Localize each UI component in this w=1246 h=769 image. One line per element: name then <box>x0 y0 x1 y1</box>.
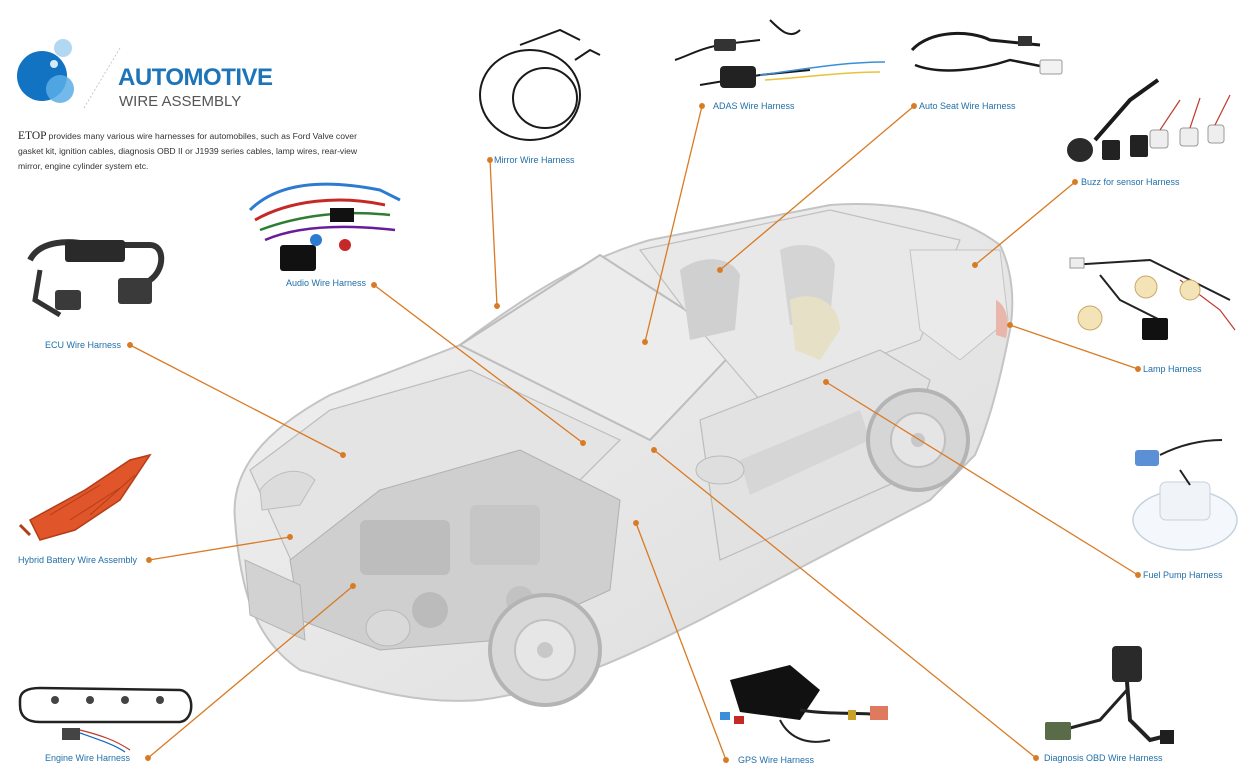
label-buzz-sensor-harness: Buzz for sensor Harness <box>1081 177 1180 187</box>
obd-harness-image <box>1045 646 1174 744</box>
leader-obd <box>651 447 1039 761</box>
car-headlight-left <box>259 470 316 511</box>
label-lamp-harness: Lamp Harness <box>1143 364 1202 374</box>
leader-gps <box>633 520 729 763</box>
car-fog-light <box>365 609 411 647</box>
buzz-sensor-harness-image <box>1067 78 1231 162</box>
label-diagnosis-obd-wire-harness: Diagnosis OBD Wire Harness <box>1044 753 1163 763</box>
leader-mirror <box>487 157 500 309</box>
leader-fuel-pump <box>823 379 1141 578</box>
leader-hybrid <box>146 534 293 563</box>
intro-text: provides many various wire harnesses for… <box>18 131 358 171</box>
leader-lamp <box>1007 322 1141 372</box>
ecu-harness-image <box>27 239 165 318</box>
label-hybrid-battery-wire-assembly: Hybrid Battery Wire Assembly <box>18 555 138 565</box>
car-side-mirror <box>695 455 745 485</box>
label-fuel-pump-harness: Fuel Pump Harness <box>1143 570 1223 580</box>
page-title: AUTOMOTIVE <box>118 64 273 91</box>
leader-buzz <box>972 179 1078 268</box>
leader-adas <box>642 103 705 345</box>
lamp-harness-image <box>1069 257 1236 340</box>
label-audio-wire-harness: Audio Wire Harness <box>286 278 367 288</box>
car-tail-light <box>996 300 1008 338</box>
car-grille <box>244 559 306 641</box>
auto-seat-harness-image <box>910 31 1063 75</box>
logo-bubble-small <box>54 39 72 57</box>
engine-harness-image <box>18 686 193 753</box>
mirror-harness-image <box>479 28 601 141</box>
label-mirror-wire-harness: Mirror Wire Harness <box>494 155 575 165</box>
car-trunk <box>909 249 1009 361</box>
audio-harness-image <box>248 182 401 271</box>
label-gps-wire-harness: GPS Wire Harness <box>738 755 815 765</box>
logo-bubble-medium <box>46 75 74 103</box>
label-engine-wire-harness: Engine Wire Harness <box>45 753 131 763</box>
page-subtitle: WIRE ASSEMBLY <box>119 93 242 110</box>
leader-auto-seat <box>717 103 917 273</box>
gps-harness-image <box>720 665 888 743</box>
label-adas-wire-harness: ADAS Wire Harness <box>713 101 795 111</box>
hybrid-battery-image <box>18 453 152 541</box>
label-auto-seat-wire-harness: Auto Seat Wire Harness <box>919 101 1016 111</box>
leader-engine <box>145 583 356 761</box>
label-ecu-wire-harness: ECU Wire Harness <box>45 340 122 350</box>
adas-harness-image <box>674 19 886 88</box>
fuel-pump-image <box>1132 439 1238 551</box>
leader-ecu <box>127 342 346 458</box>
leader-audio <box>371 282 586 446</box>
intro-brand: ETOP <box>18 130 47 142</box>
